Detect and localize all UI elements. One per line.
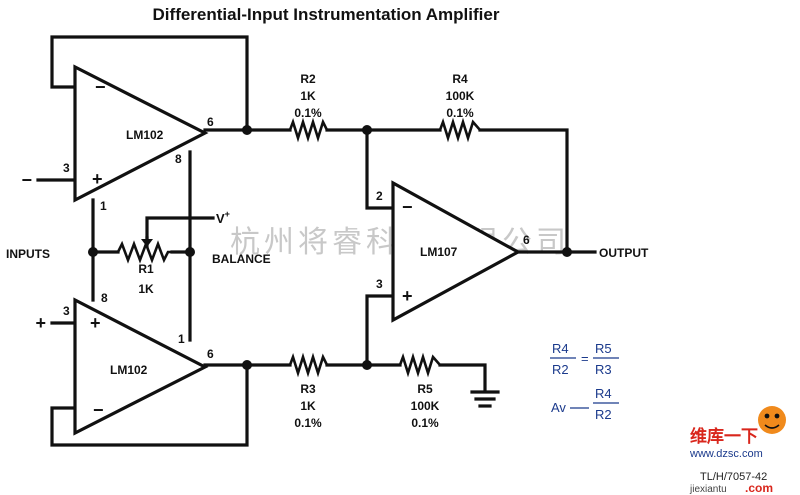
- wiper-wire: [145, 216, 215, 242]
- top-amp-pin-8: 8: [175, 152, 182, 166]
- logo-url: www.dzsc.com: [689, 448, 763, 460]
- top-feedback-wire: [50, 35, 249, 132]
- bottom-amp-name: LM102: [110, 363, 148, 377]
- top-amp-pin-1: 1: [100, 199, 107, 213]
- bottom-amp-pin-6: 6: [207, 347, 214, 361]
- ground-icon: [470, 390, 500, 408]
- logo-site-name: jiexiantu: [689, 484, 727, 495]
- junction-dot: [362, 125, 372, 135]
- top-amp-body: [73, 64, 209, 203]
- r4-tolerance: 0.1%: [446, 106, 474, 120]
- gain-denominator: R2: [595, 407, 612, 422]
- r1-value: 1K: [138, 282, 154, 296]
- r2-zigzag: [288, 117, 329, 143]
- r2-tolerance: 0.1%: [294, 106, 322, 120]
- resistor-r5: R5 100K 0.1%: [398, 352, 441, 430]
- r3-tolerance: 0.1%: [294, 416, 322, 430]
- supply-label: V+: [216, 209, 230, 226]
- bottom-amp-body: [73, 297, 209, 436]
- output-amp-pin-2: 2: [376, 189, 383, 203]
- logo-site-domain: .com: [745, 481, 773, 495]
- r3-value: 1K: [300, 399, 316, 413]
- junction-dot: [242, 360, 252, 370]
- r2-name: R2: [300, 72, 316, 86]
- r1-wiper-arrow-icon: [141, 239, 153, 247]
- junction-dot: [362, 360, 372, 370]
- r5-zigzag: [398, 352, 441, 378]
- top-amp-plus-sign: +: [92, 169, 103, 189]
- junction-dot: [242, 125, 252, 135]
- eq1-right-numerator: R5: [595, 341, 612, 356]
- top-amp-name: LM102: [126, 128, 164, 142]
- bottom-feedback-wire: [50, 363, 249, 447]
- inverting-input-sign: −: [21, 170, 32, 190]
- lm107-output-amplifier: − + LM107 2 3 6: [376, 180, 530, 323]
- output-amp-plus-sign: +: [402, 286, 413, 306]
- junction-dot: [185, 247, 195, 257]
- bottom-amp-pin-8: 8: [101, 291, 108, 305]
- output-amp-pin-3: 3: [376, 277, 383, 291]
- balance-label: BALANCE: [212, 252, 271, 266]
- r5-name: R5: [417, 382, 433, 396]
- r1-zigzag: [116, 240, 172, 264]
- r5-ground-wire: [438, 363, 487, 392]
- gain-symbol: Av: [551, 400, 566, 415]
- inputs-label: INPUTS: [6, 247, 50, 261]
- r2-value: 1K: [300, 89, 316, 103]
- eq1-equals-sign: =: [581, 351, 589, 366]
- diagram-title: Differential-Input Instrumentation Ampli…: [153, 5, 500, 24]
- gain-numerator: R4: [595, 386, 612, 401]
- pin2-wire: [365, 128, 395, 210]
- output-amp-minus-sign: −: [402, 197, 413, 217]
- resistor-r4: R4 100K 0.1%: [438, 72, 481, 143]
- output-amp-body: [391, 180, 522, 323]
- pin3-wire: [365, 294, 395, 367]
- top-amp-minus-sign: −: [95, 77, 106, 97]
- bottom-lm102-amplifier: + − LM102 3 6 8 1: [63, 291, 214, 436]
- r4-value: 100K: [446, 89, 475, 103]
- output-amp-name: LM107: [420, 245, 458, 259]
- noninverting-input-sign: +: [35, 313, 46, 333]
- bottom-amp-pin-3: 3: [63, 304, 70, 318]
- r1-name: R1: [138, 262, 154, 276]
- r3-zigzag: [288, 352, 329, 378]
- resistor-r3: R3 1K 0.1%: [288, 352, 329, 430]
- r4-zigzag: [438, 117, 481, 143]
- r4-name: R4: [452, 72, 468, 86]
- bottom-amp-minus-sign: −: [93, 400, 104, 420]
- output-label: OUTPUT: [599, 246, 649, 260]
- r4-feedback-wire: [478, 128, 569, 254]
- bottom-amp-pin-1: 1: [178, 332, 185, 346]
- junction-dot: [88, 247, 98, 257]
- figure-code: TL/H/7057-42: [700, 471, 767, 483]
- eq1-left-denominator: R2: [552, 362, 569, 377]
- junction-dots: [88, 125, 572, 370]
- top-lm102-amplifier: − + LM102 3 6 8 1: [63, 64, 214, 213]
- top-amp-pin-3: 3: [63, 161, 70, 175]
- resistor-r1: R1 1K: [116, 236, 172, 296]
- r5-tolerance: 0.1%: [411, 416, 439, 430]
- eq1-right-denominator: R3: [595, 362, 612, 377]
- eq1-left-numerator: R4: [552, 341, 569, 356]
- resistor-r2: R2 1K 0.1%: [288, 72, 329, 143]
- site-logo: 维库一下 www.dzsc.com TL/H/7057-42 jiexiantu…: [689, 395, 796, 495]
- junction-dot: [562, 247, 572, 257]
- r5-value: 100K: [411, 399, 440, 413]
- r3-name: R3: [300, 382, 316, 396]
- output-amp-pin-6: 6: [523, 233, 530, 247]
- bottom-amp-plus-sign: +: [90, 313, 101, 333]
- logo-mascot-icon: [758, 406, 786, 434]
- gain-equations: R4 R2 = R5 R3 Av R4 R2: [550, 341, 619, 422]
- logo-brand-text: 维库一下: [690, 426, 758, 447]
- top-amp-pin-6: 6: [207, 115, 214, 129]
